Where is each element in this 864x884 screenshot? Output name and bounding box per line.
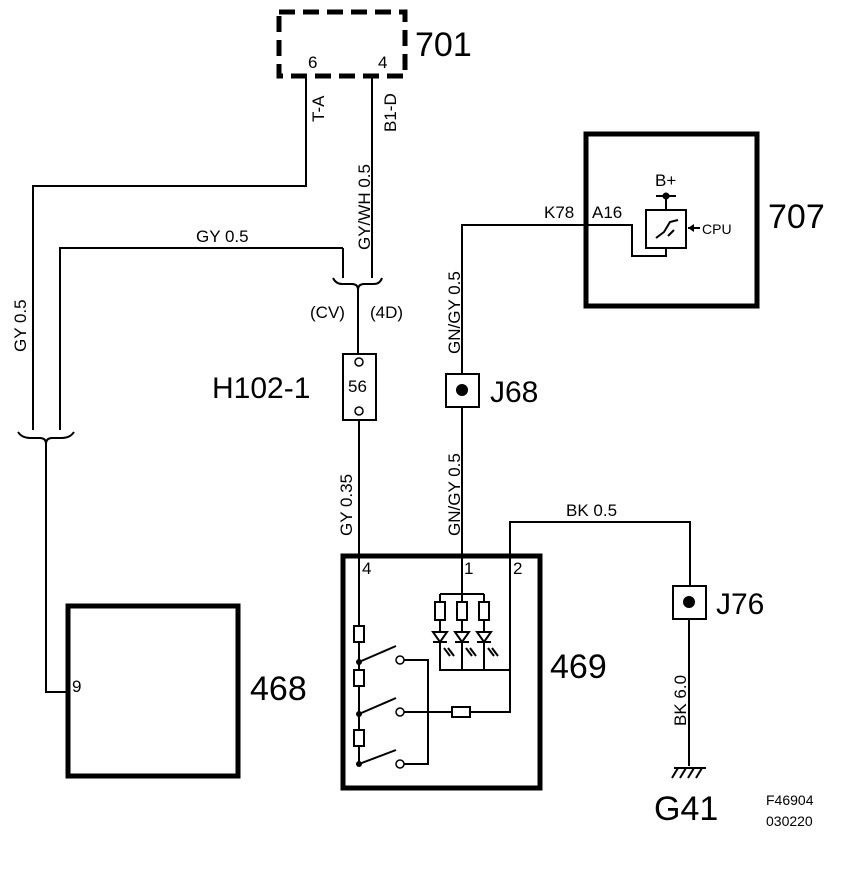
pin-2-469: 2 [513,559,522,578]
pin-1-469: 1 [464,559,473,578]
wire-bk-ground-label: BK 6.0 [671,675,690,726]
4d-label: (4D) [370,303,403,322]
cv-label: (CV) [310,303,345,322]
component-701: 6 4 701 [276,9,472,79]
wire-bk-top-label: BK 0.5 [566,501,617,520]
pin-9-label: 9 [72,677,81,696]
wire-gywh-label: GY/WH 0.5 [355,164,374,250]
figure-code: F46904 [766,792,814,808]
j68-label: J68 [490,376,538,409]
component-468: 9 468 [65,603,307,779]
wire-gy-left-label: GY 0.5 [11,299,30,352]
component-701-label: 701 [415,26,472,64]
h102-label: H102-1 [212,372,310,405]
h102-number: 56 [348,377,367,396]
wire-b1d-label: B1-D [381,93,400,132]
component-707: B+ CPU 707 [583,131,825,309]
wire-ta-label: T-A [309,95,328,122]
bplus-label: B+ [655,171,676,190]
connector-cv-4d: (CV) (4D) [310,277,403,354]
junction-j76: J76 [672,585,764,621]
junction-j68: J68 [445,373,538,409]
figure-date: 030220 [766,813,813,829]
g41-label: G41 [654,790,718,828]
j76-label: J76 [716,588,764,621]
wire-b1d: B1-D GY/WH 0.5 [355,76,400,278]
wire-gy-horizontal-label: GY 0.5 [196,227,249,246]
wire-gy-035-label: GY 0.35 [337,474,356,536]
component-469-label: 469 [550,648,607,686]
wire-gy-left: GY 0.5 [11,299,75,693]
wire-gy-horizontal: GY 0.5 [59,227,344,430]
wire-ta: T-A [32,76,328,430]
wire-gy-035: GY 0.35 [337,420,360,556]
component-469: 4 1 2 469 [340,553,607,791]
wire-gngy-top: K78 A16 GN/GY 0.5 [445,203,622,374]
wire-gngy-bottom: GN/GY 0.5 [445,407,464,556]
component-707-label: 707 [768,198,825,236]
connector-h102-1: 56 H102-1 [212,353,377,421]
k78-label: K78 [544,203,574,222]
wire-gngy-bottom-label: GN/GY 0.5 [445,453,464,536]
switch-resistor-chain [353,556,511,769]
wire-bk-top: BK 0.5 [509,501,691,586]
pin-6-label: 6 [308,53,317,72]
cpu-label: CPU [702,221,732,237]
led-array [431,556,510,671]
wire-bk-ground: BK 6.0 [671,619,690,766]
ground-g41: G41 [654,767,718,828]
wire-gngy-top-label: GN/GY 0.5 [445,271,464,354]
component-468-label: 468 [250,670,307,708]
pin-4-469: 4 [362,559,371,578]
footer-code: F46904 030220 [766,792,814,829]
a16-label: A16 [592,203,622,222]
pin-4-label: 4 [378,53,387,72]
